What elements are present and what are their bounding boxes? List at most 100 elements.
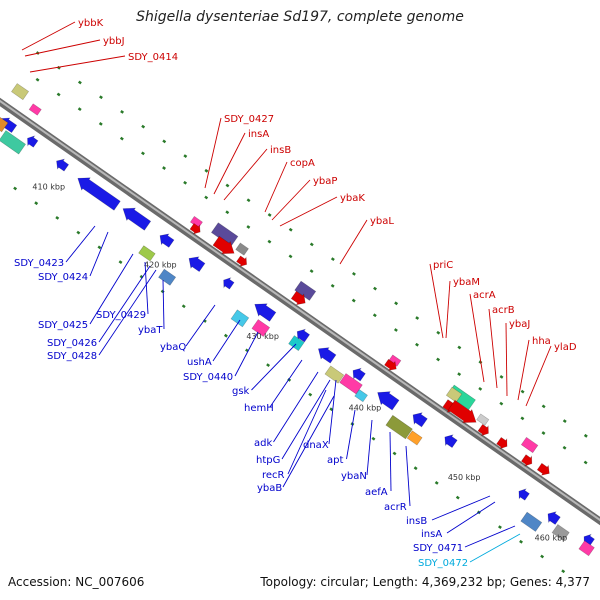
- tick-mark: [267, 213, 272, 217]
- gene-feature: [317, 347, 337, 364]
- tick-mark: [98, 122, 103, 126]
- reverse-gene-label-leader: [65, 225, 96, 263]
- reverse-gene-label: SDY_0429: [96, 310, 146, 321]
- tick-mark: [181, 304, 186, 309]
- tick-mark: [371, 436, 376, 441]
- gene-feature: [188, 256, 206, 273]
- gene-block: [0, 130, 27, 155]
- forward-gene-label-leader: [24, 39, 101, 57]
- gene-block: [230, 309, 250, 328]
- forward-gene-label: SDY_0427: [224, 114, 274, 125]
- gene-arrow: [377, 391, 400, 411]
- tick-mark: [56, 65, 61, 70]
- genome-summary-text: Topology: circular; Length: 4,369,232 bp…: [260, 575, 590, 589]
- forward-gene-label: ybaK: [340, 193, 365, 204]
- tick-mark: [204, 168, 209, 173]
- tick-mark: [308, 392, 313, 397]
- reverse-gene-label: htpG: [256, 455, 280, 466]
- accession-text: Accession: NC_007606: [8, 575, 145, 589]
- forward-gene-label-leader: [339, 219, 368, 265]
- scale-label: 410 kbp: [32, 183, 65, 192]
- tick-mark: [160, 289, 165, 294]
- tick-mark: [583, 460, 588, 465]
- forward-gene-label-leader: [271, 179, 311, 221]
- gene-arrow: [496, 436, 508, 450]
- gene-feature: [547, 511, 561, 525]
- gene-block: [28, 103, 42, 116]
- tick-mark: [266, 363, 271, 368]
- tick-mark: [99, 95, 103, 100]
- tick-mark: [13, 186, 18, 191]
- reverse-gene-label: adk: [254, 438, 272, 449]
- forward-gene-label-leader: [279, 196, 338, 227]
- tick-mark: [162, 166, 166, 170]
- gene-block: [235, 242, 249, 256]
- highlighted-gene-label-leader: [469, 533, 521, 563]
- scale-label: 420 kbp: [144, 261, 177, 270]
- forward-gene-label: ybaP: [313, 176, 337, 187]
- tick-mark: [372, 313, 377, 318]
- gene-arrow: [317, 347, 337, 364]
- tick-mark: [330, 257, 335, 262]
- gene-feature: [385, 414, 413, 440]
- forward-gene-label: ybaM: [453, 277, 480, 288]
- tick-mark: [35, 77, 40, 82]
- gene-feature: [296, 328, 311, 343]
- tick-mark: [34, 201, 39, 206]
- gene-arrow: [520, 454, 533, 467]
- tick-mark: [457, 345, 462, 350]
- reverse-gene-label: SDY_0440: [183, 372, 233, 383]
- reverse-gene-label: ybaB: [257, 483, 282, 494]
- reverse-gene-label: gsk: [232, 386, 250, 397]
- gene-feature: [56, 158, 70, 172]
- gene-arrow: [444, 434, 458, 449]
- gene-block: [339, 373, 363, 395]
- reverse-gene-label-leader: [328, 379, 337, 445]
- tick-mark: [415, 316, 420, 320]
- tick-mark: [97, 245, 102, 250]
- gene-arrow: [122, 207, 152, 231]
- forward-gene-label: copA: [290, 158, 315, 169]
- tick-mark: [561, 569, 566, 574]
- forward-gene-label: priC: [433, 260, 453, 271]
- forward-gene-label-leader: [21, 21, 76, 51]
- tick-mark: [77, 107, 82, 112]
- reverse-gene-label-leader: [98, 265, 151, 343]
- gene-arrow: [296, 328, 311, 343]
- tick-mark: [499, 375, 504, 379]
- gene-arrow: [27, 135, 39, 148]
- tick-mark: [183, 180, 188, 185]
- tick-mark: [55, 216, 60, 220]
- gene-feature: [496, 436, 508, 450]
- reverse-gene-label: SDY_0423: [14, 258, 64, 269]
- reverse-gene-label: SDY_0471: [413, 543, 463, 554]
- gene-arrow: [159, 233, 175, 248]
- reverse-gene-label-leader: [431, 495, 491, 521]
- gene-feature: [159, 233, 175, 248]
- gene-block: [476, 413, 490, 426]
- tick-mark: [204, 195, 209, 200]
- gene-block: [324, 365, 345, 384]
- gene-feature: [377, 391, 400, 411]
- forward-gene-label-leader: [213, 132, 246, 195]
- gene-feature: [254, 303, 277, 322]
- tick-mark: [287, 377, 292, 382]
- gene-block: [520, 436, 539, 454]
- reverse-gene-label-leader: [366, 419, 373, 476]
- forward-gene-label: ybaL: [370, 216, 394, 227]
- gene-arrow: [223, 277, 235, 290]
- reverse-gene-label: dnaX: [303, 440, 329, 451]
- gene-block: [520, 511, 543, 532]
- reverse-gene-label-leader: [346, 409, 356, 460]
- reverse-gene-label: SDY_0426: [47, 338, 97, 349]
- tick-mark: [519, 539, 523, 544]
- tick-mark: [520, 389, 525, 394]
- gene-feature: [223, 277, 235, 290]
- label-leader-lines: [21, 21, 552, 563]
- gene-block: [551, 524, 570, 542]
- forward-gene-label: ybbJ: [103, 36, 125, 47]
- gene-feature: [551, 524, 570, 542]
- gene-feature: [0, 130, 27, 155]
